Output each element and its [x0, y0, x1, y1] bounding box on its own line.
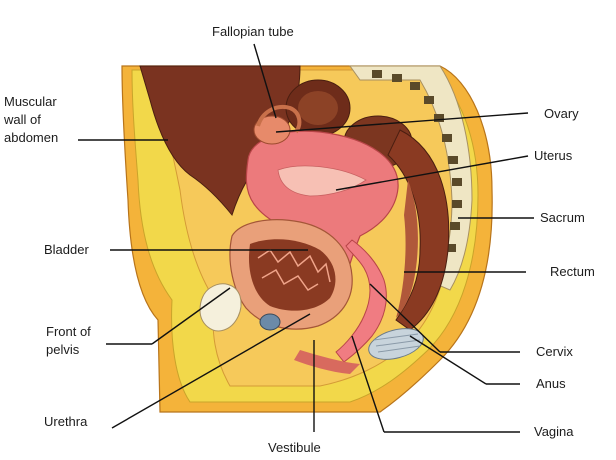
label-front-of-pelvis-2: pelvis	[46, 342, 80, 357]
label-ovary: Ovary	[544, 106, 579, 121]
perineum	[294, 350, 360, 374]
vertebrae-pattern	[372, 70, 462, 252]
leader-vagina-2	[351, 335, 385, 433]
label-vestibule: Vestibule	[268, 440, 321, 455]
label-uterus: Uterus	[534, 148, 573, 163]
vagina	[335, 239, 387, 363]
leader-urethra	[111, 313, 311, 429]
rectum-lumen	[396, 180, 418, 318]
leader-uterus	[335, 155, 529, 191]
bladder-interior	[248, 239, 336, 311]
label-cervix: Cervix	[536, 344, 573, 359]
label-anus: Anus	[536, 376, 566, 391]
label-fallopian-tube: Fallopian tube	[212, 24, 294, 39]
ovary	[253, 115, 291, 145]
label-muscular-wall-1: Muscular	[4, 94, 57, 109]
fallopian-tube	[256, 105, 302, 134]
label-rectum: Rectum	[550, 264, 595, 279]
front-of-pelvis-bone	[259, 313, 281, 331]
label-front-of-pelvis-1: Front of	[46, 324, 91, 339]
label-muscular-wall-3: abdomen	[4, 130, 58, 145]
leader-anus-2	[409, 335, 487, 385]
intestine-coil-1-inner	[298, 91, 338, 125]
anus-stripes	[373, 333, 421, 353]
label-bladder: Bladder	[44, 242, 89, 257]
label-sacrum: Sacrum	[540, 210, 585, 225]
leader-front-pelvis-2	[151, 287, 231, 345]
pubic-bone	[199, 283, 242, 332]
label-urethra: Urethra	[44, 414, 88, 429]
leader-fallopian	[253, 43, 277, 119]
label-vagina: Vagina	[534, 424, 574, 439]
bladder-folds	[257, 248, 331, 291]
leader-ovary	[275, 112, 529, 133]
leader-cervix-2	[369, 283, 441, 353]
label-muscular-wall-2: wall of	[3, 112, 41, 127]
